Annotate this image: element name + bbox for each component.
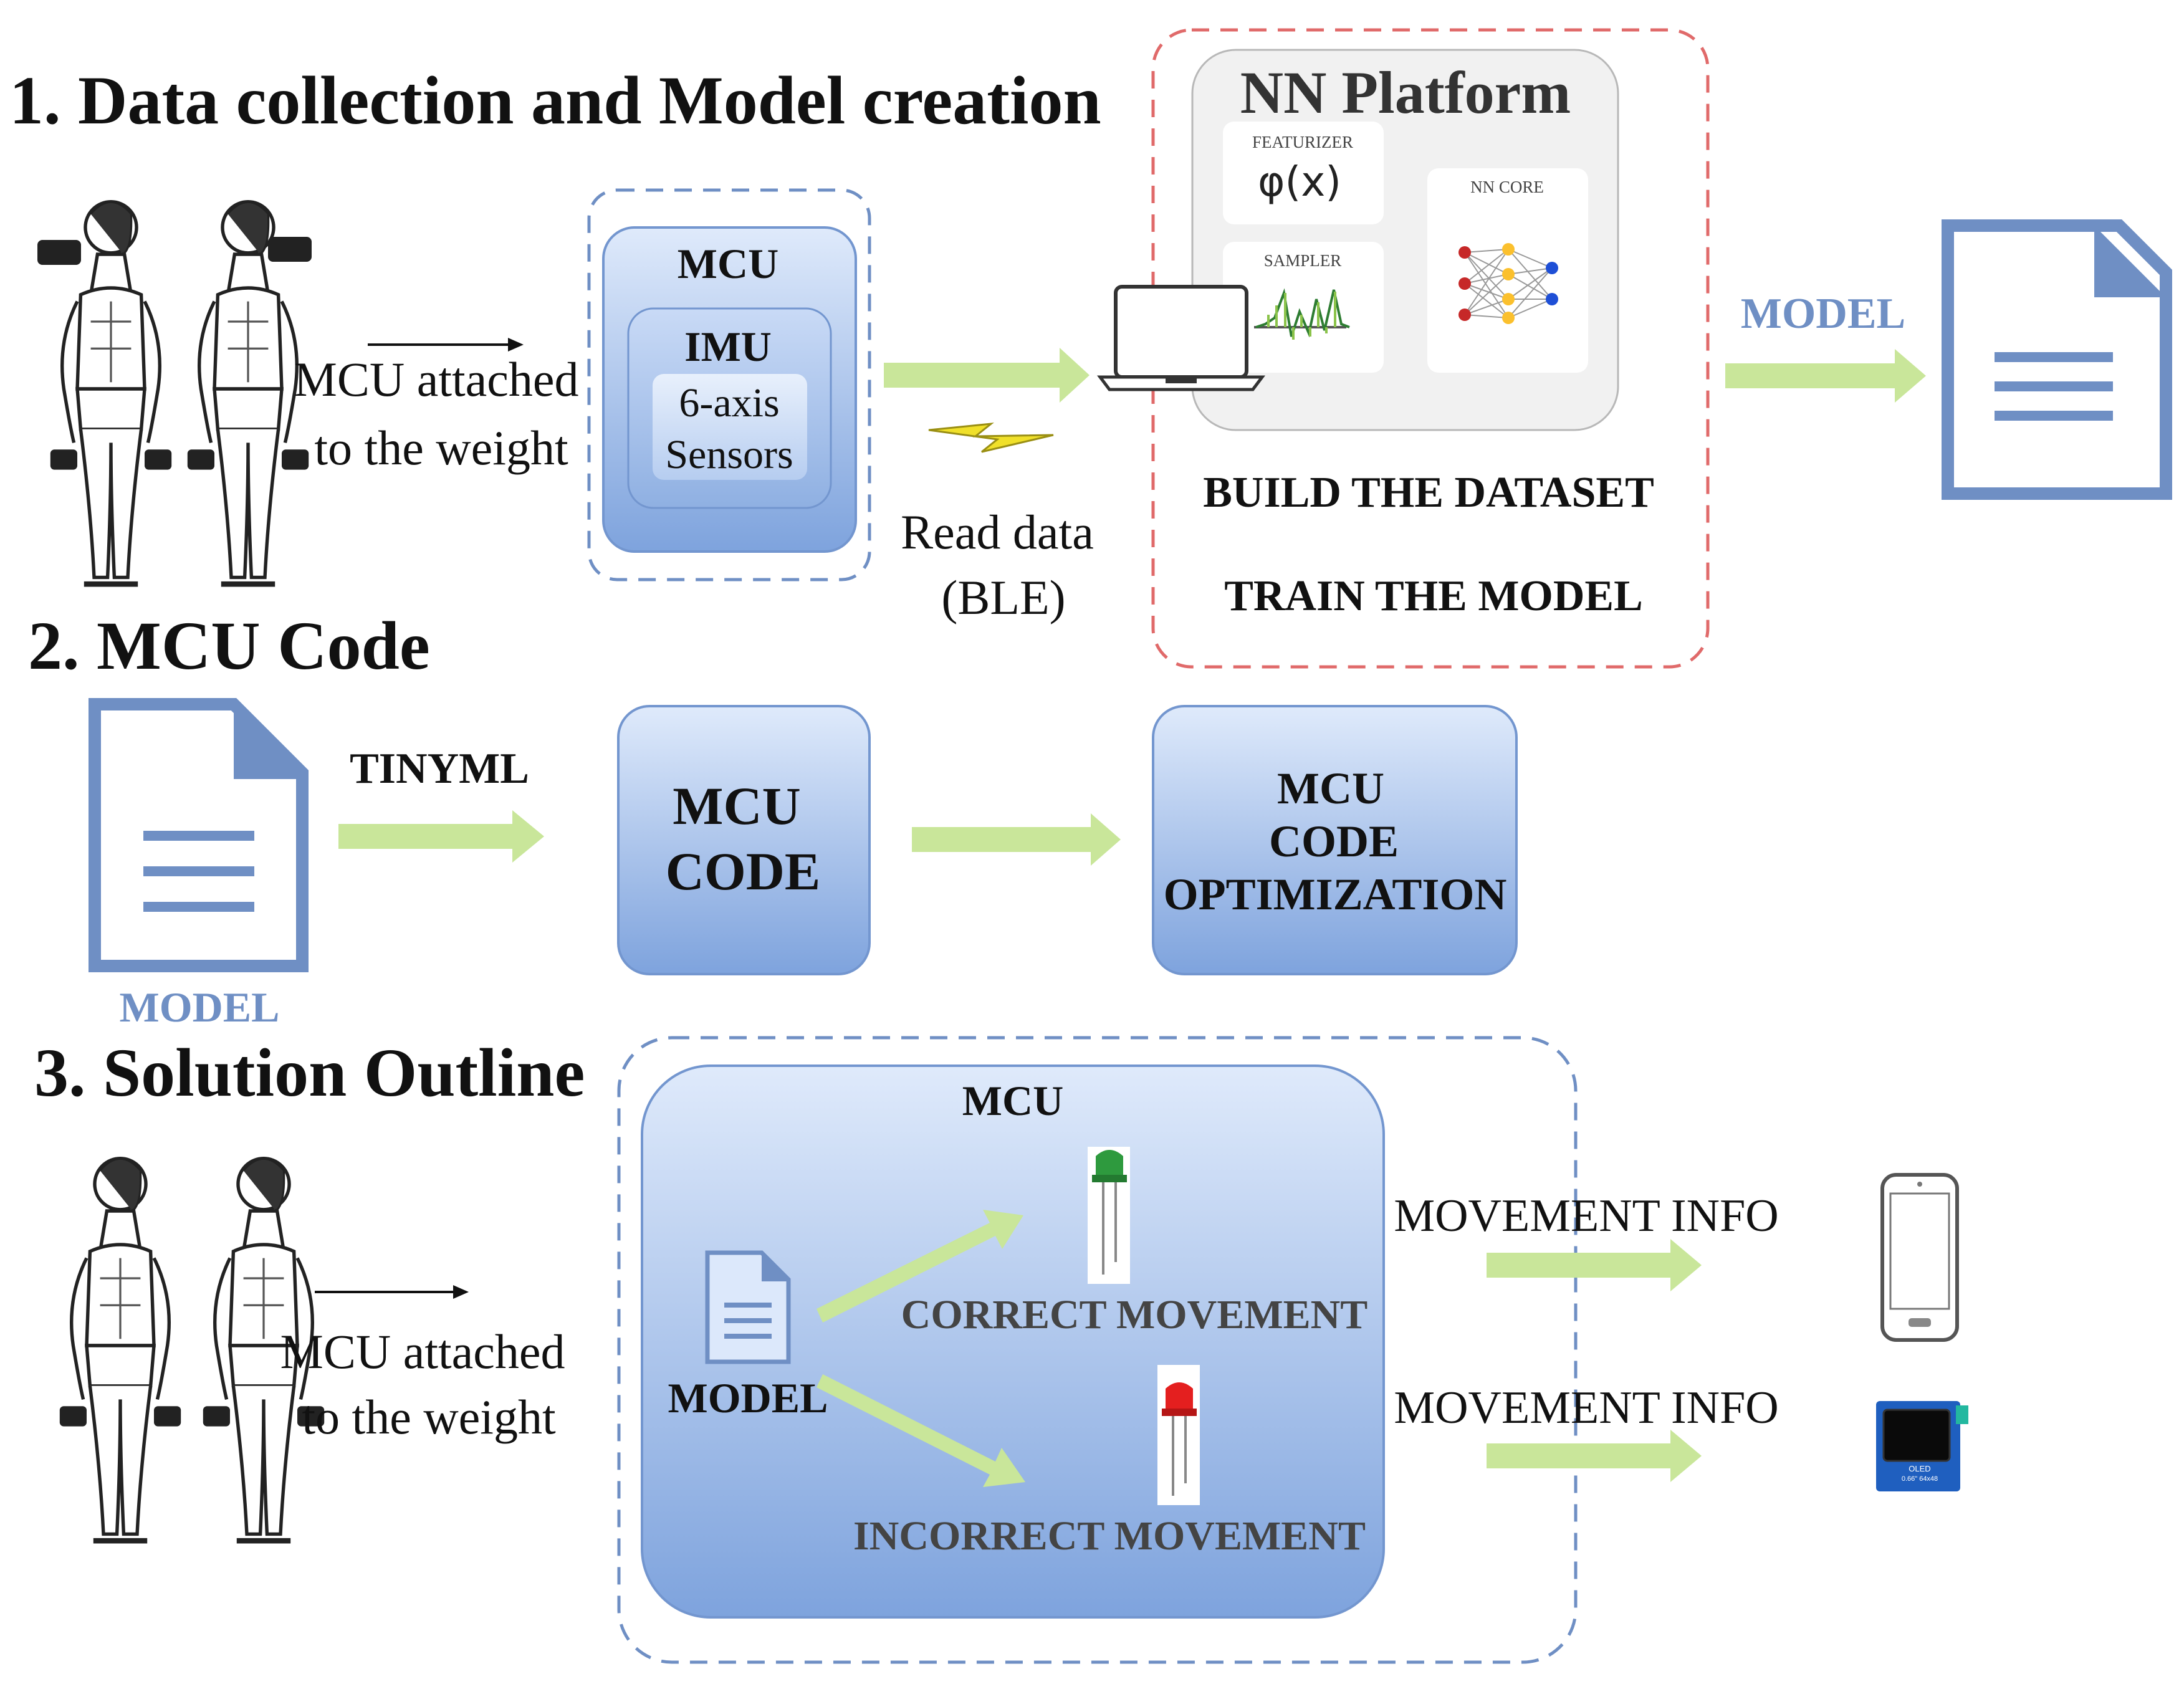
s2-model-doc-icon xyxy=(89,698,309,972)
neural-net-icon xyxy=(1458,243,1558,324)
s1-attach-arrow xyxy=(368,338,524,352)
s1-athletes xyxy=(37,202,312,584)
oled-display-icon xyxy=(1876,1401,1968,1491)
red-led-icon xyxy=(1157,1365,1200,1505)
s1-platform-dashed-frame xyxy=(1151,28,1710,669)
s1-mcu-dashed-frame xyxy=(587,188,871,581)
s1-sensors-box xyxy=(653,374,807,480)
s2-arrow-tinyml xyxy=(338,810,544,863)
smartphone-icon xyxy=(1880,1173,1959,1342)
s3-dashed-frame xyxy=(617,1036,1578,1664)
mcu-code-optimization-box xyxy=(1152,705,1518,975)
featurizer-card xyxy=(1223,122,1384,224)
mcu-code-box xyxy=(617,705,871,975)
s3-arrow-incorrect xyxy=(817,1374,1025,1487)
s1-arrow-model xyxy=(1725,349,1926,403)
s3-arrow-correct xyxy=(817,1210,1023,1323)
s3-arrow-info-phone xyxy=(1487,1239,1702,1291)
s1-model-doc-icon xyxy=(1942,219,2172,500)
s3-attach-arrow xyxy=(315,1285,469,1299)
laptop-icon xyxy=(1097,285,1265,391)
s3-model-doc-icon xyxy=(705,1250,791,1364)
sampler-card xyxy=(1223,242,1384,373)
s3-athletes xyxy=(60,1159,324,1541)
lightning-icon xyxy=(928,423,1054,453)
s2-arrow-optimize xyxy=(912,813,1121,866)
s1-arrow-ble xyxy=(884,348,1090,403)
green-led-icon xyxy=(1088,1147,1130,1284)
waveform-icon xyxy=(1254,288,1350,340)
s3-arrow-info-oled xyxy=(1487,1430,1702,1482)
